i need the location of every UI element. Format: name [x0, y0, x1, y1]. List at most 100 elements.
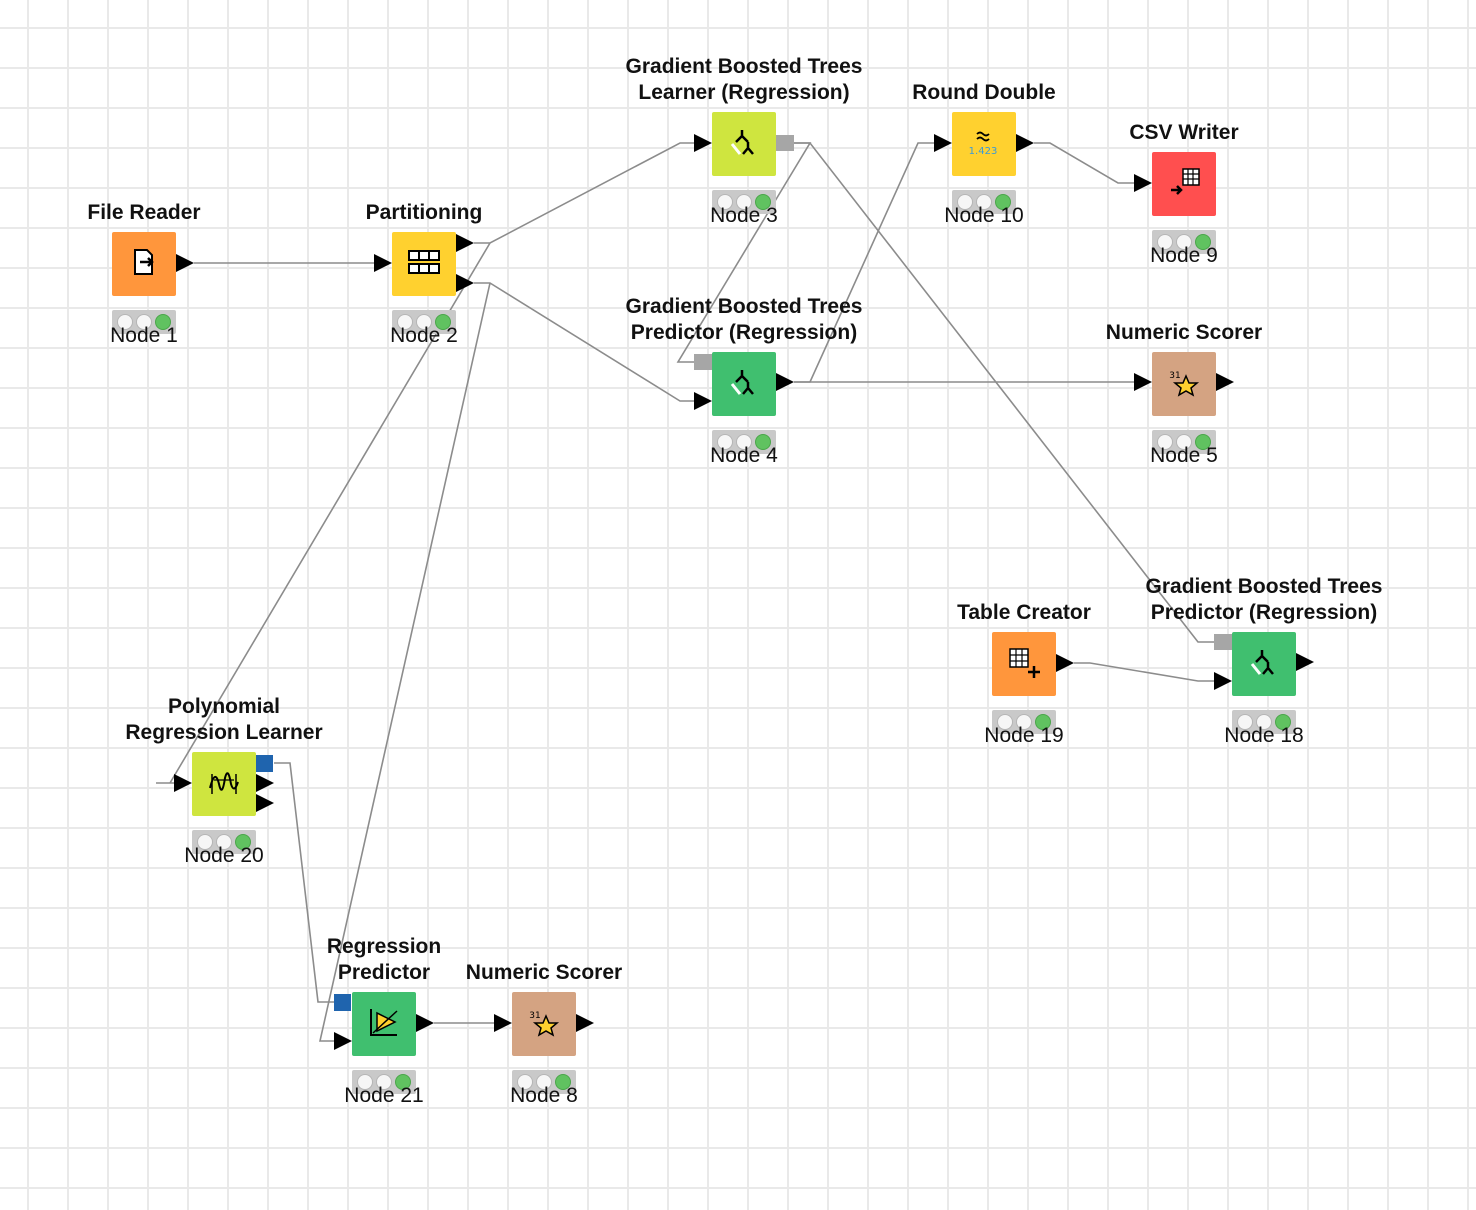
status-indicator [712, 430, 776, 454]
connection-node2-node3 [474, 142, 694, 244]
node-20[interactable]: Polynomial Regression Learner Node 20 [125, 695, 322, 867]
node-title: File Reader [87, 201, 201, 224]
node-label[interactable]: Node 5 [1150, 444, 1218, 467]
input-port[interactable] [494, 1014, 512, 1032]
status-indicator [712, 190, 776, 214]
node-body[interactable] [352, 992, 416, 1056]
input-port[interactable] [1214, 672, 1232, 690]
output-port-2[interactable] [456, 274, 474, 292]
model-output-port[interactable] [256, 755, 273, 772]
node-label[interactable]: Node 3 [710, 204, 778, 227]
scorer-icon: 31 [1166, 364, 1202, 405]
node-5[interactable]: Numeric Scorer 31 Node 5 [1106, 321, 1262, 467]
node-label[interactable]: Node 20 [184, 844, 264, 867]
node-label[interactable]: Node 21 [344, 1084, 424, 1107]
connection-node2-node21 [319, 282, 491, 1042]
output-port[interactable] [176, 254, 194, 272]
node-21[interactable]: Regression Predictor Node 21 [327, 935, 441, 1107]
node-label[interactable]: Node 9 [1150, 244, 1218, 267]
node-body[interactable] [112, 232, 176, 296]
node-2[interactable]: Partitioning Node 2 [366, 201, 483, 347]
tree-learner-icon [726, 124, 762, 165]
model-output-port[interactable] [776, 135, 794, 151]
tree-predictor-icon [1246, 644, 1282, 685]
output-port-1[interactable] [456, 234, 474, 252]
node-title: Round Double [912, 81, 1056, 104]
node-title: Numeric Scorer [465, 961, 623, 984]
input-port[interactable] [1134, 174, 1152, 192]
tree-predictor-icon [726, 364, 762, 405]
node-body[interactable] [712, 352, 776, 416]
model-input-port[interactable] [1214, 634, 1232, 650]
input-port[interactable] [334, 1032, 352, 1050]
output-port-2[interactable] [256, 794, 274, 812]
status-indicator [1152, 430, 1216, 454]
output-port[interactable] [1056, 654, 1074, 672]
model-input-port[interactable] [334, 994, 351, 1011]
connection-node10-node9 [1034, 142, 1134, 184]
node-9[interactable]: CSV Writer Node 9 [1129, 121, 1238, 267]
node-label[interactable]: Node 10 [944, 204, 1024, 227]
node-label[interactable]: Node 4 [710, 444, 778, 467]
node-title: Table Creator [957, 601, 1091, 624]
table-creator-icon [1006, 644, 1042, 685]
svg-text:31: 31 [1169, 371, 1180, 381]
output-port[interactable] [1216, 373, 1234, 391]
node-label[interactable]: Node 2 [390, 324, 458, 347]
connection-node4-node10 [794, 142, 934, 383]
node-1[interactable]: File Reader Node 1 [87, 201, 200, 347]
node-title: Gradient Boosted Trees Predictor (Regres… [1145, 575, 1383, 624]
node-title: Partitioning [365, 201, 483, 224]
input-port[interactable] [934, 134, 952, 152]
status-indicator [992, 710, 1056, 734]
status-indicator [512, 1070, 576, 1094]
node-title: Regression Predictor [326, 935, 442, 984]
connection-node19-node18 [1074, 662, 1214, 682]
input-port[interactable] [374, 254, 392, 272]
node-body[interactable] [1232, 632, 1296, 696]
input-port[interactable] [694, 392, 712, 410]
node-body[interactable]: 31 [512, 992, 576, 1056]
polynomial-learner-icon [206, 764, 242, 805]
svg-text:31: 31 [529, 1011, 540, 1021]
model-input-port[interactable] [694, 354, 712, 370]
node-10[interactable]: Round Double 1.423 Node 10 [912, 81, 1055, 227]
status-indicator [352, 1070, 416, 1094]
status-indicator [1232, 710, 1296, 734]
node-label[interactable]: Node 1 [110, 324, 178, 347]
output-port[interactable] [1016, 134, 1034, 152]
node-title: Numeric Scorer [1105, 321, 1263, 344]
node-label[interactable]: Node 18 [1224, 724, 1304, 747]
node-body[interactable]: 31 [1152, 352, 1216, 416]
node-body[interactable] [1152, 152, 1216, 216]
input-port[interactable] [174, 774, 192, 792]
input-port[interactable] [1134, 373, 1152, 391]
node-4[interactable]: Gradient Boosted Trees Predictor (Regres… [626, 295, 863, 467]
node-3[interactable]: Gradient Boosted Trees Learner (Regressi… [626, 55, 863, 227]
node-body[interactable] [192, 752, 256, 816]
svg-text:1.423: 1.423 [969, 146, 998, 157]
output-port[interactable] [1296, 653, 1314, 671]
node-19[interactable]: Table Creator Node 19 [957, 601, 1091, 747]
node-body[interactable]: 1.423 [952, 112, 1016, 176]
output-port-1[interactable] [256, 774, 274, 792]
status-indicator [392, 310, 456, 334]
status-indicator [112, 310, 176, 334]
node-body[interactable] [992, 632, 1056, 696]
status-indicator [952, 190, 1016, 214]
node-body[interactable] [712, 112, 776, 176]
output-port[interactable] [416, 1014, 434, 1032]
node-label[interactable]: Node 19 [984, 724, 1064, 747]
node-label[interactable]: Node 8 [510, 1084, 578, 1107]
csv-writer-icon [1166, 164, 1202, 205]
input-port[interactable] [694, 134, 712, 152]
partitioning-icon [406, 244, 442, 285]
regression-predictor-icon [366, 1004, 402, 1045]
node-body[interactable] [392, 232, 456, 296]
node-8[interactable]: Numeric Scorer 31 Node 8 [466, 961, 622, 1107]
status-indicator [192, 830, 256, 854]
output-port[interactable] [576, 1014, 594, 1032]
node-18[interactable]: Gradient Boosted Trees Predictor (Regres… [1146, 575, 1383, 747]
output-port[interactable] [776, 373, 794, 391]
